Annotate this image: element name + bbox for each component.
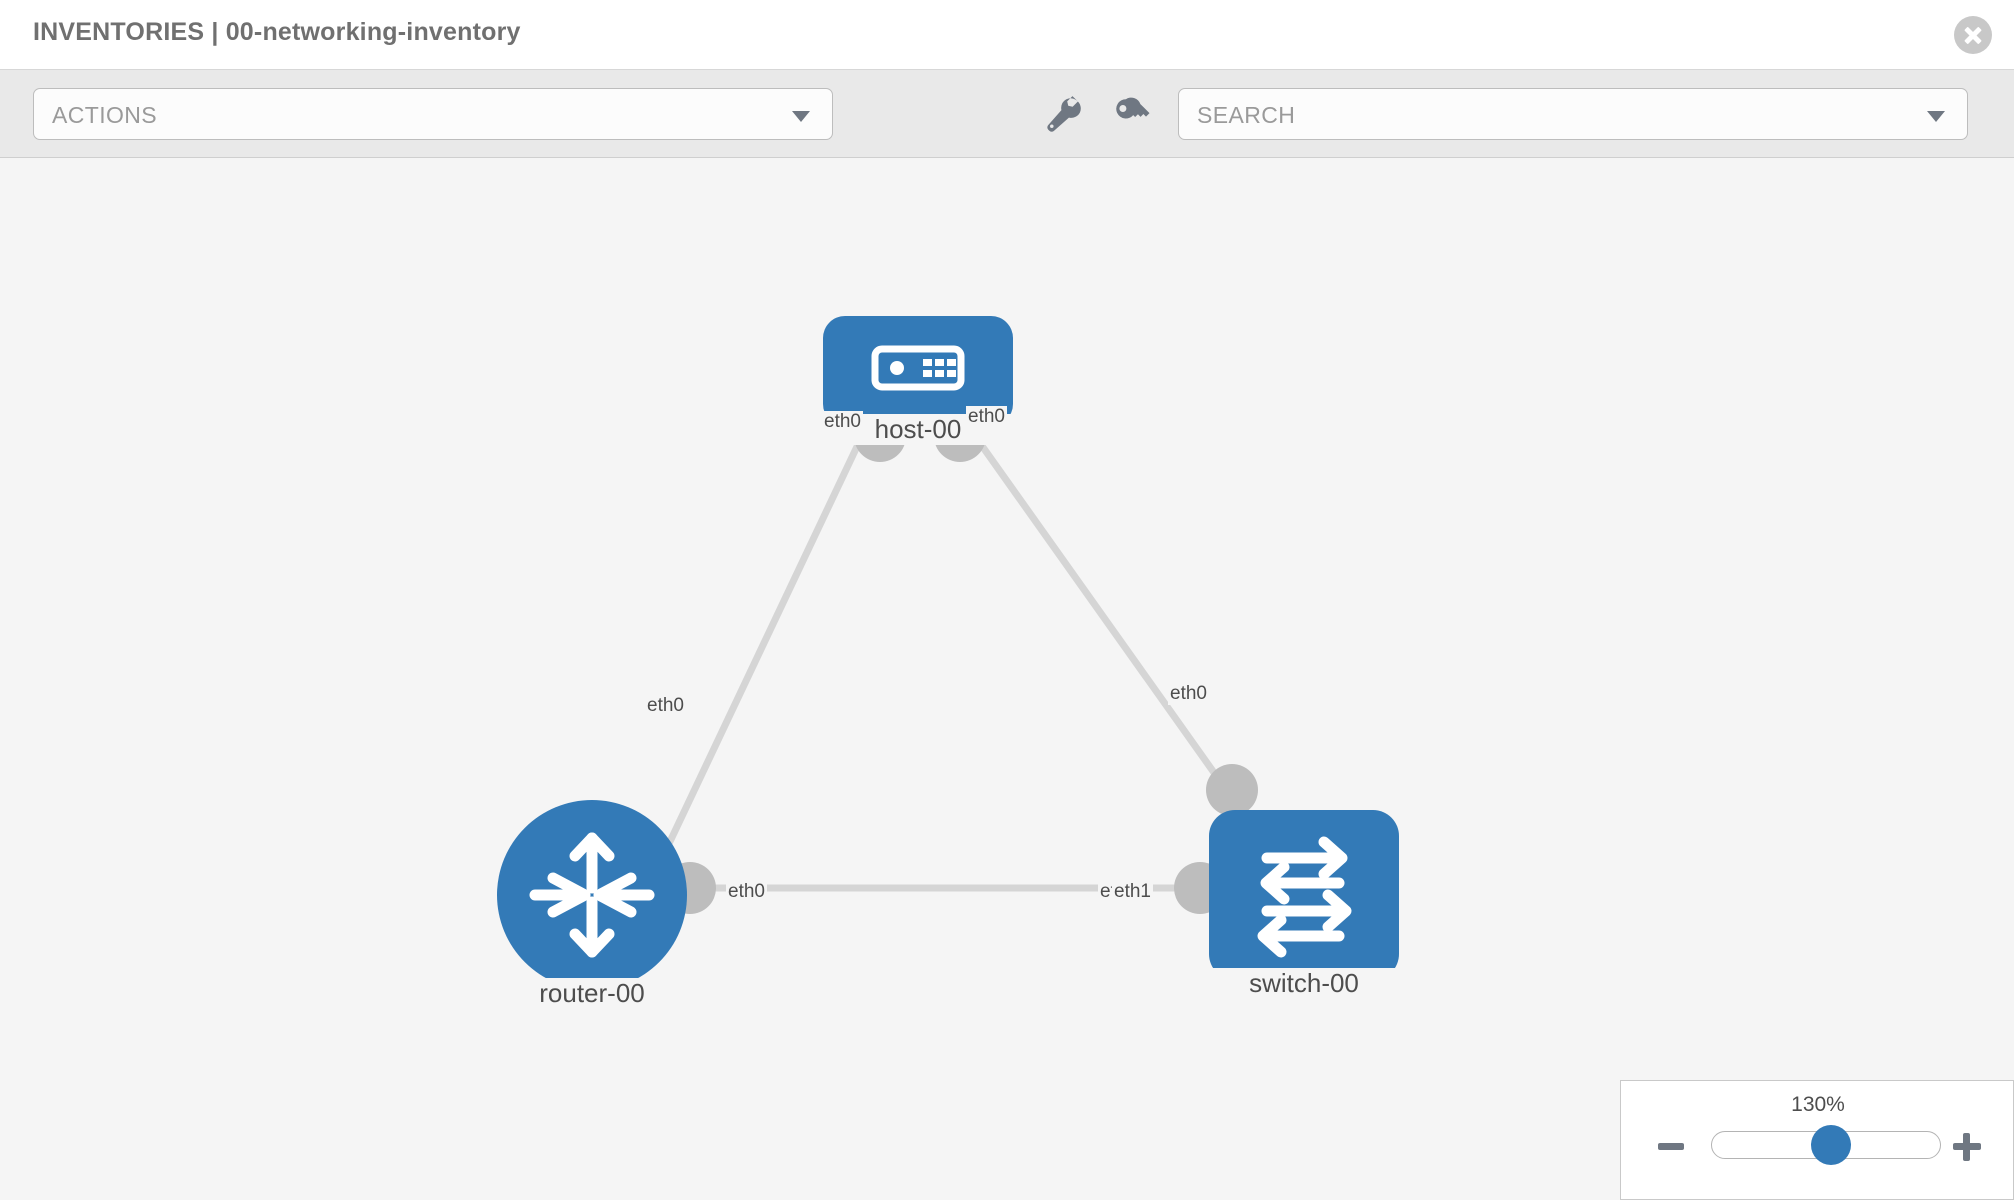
zoom-slider[interactable]: [1711, 1125, 1941, 1165]
topology-canvas[interactable]: host-00 router-00: [0, 158, 2014, 1200]
node-router-00-label: router-00: [477, 978, 707, 1009]
router-arrows-icon: [497, 800, 687, 990]
topology-links: [644, 410, 1258, 914]
edge-label-switch-up: eth0: [1168, 683, 1209, 705]
interface-switch-top: [1206, 764, 1258, 816]
node-switch-00-shape: [1209, 810, 1399, 980]
node-router-00[interactable]: router-00: [477, 800, 707, 1009]
link-host-switch: [972, 433, 1235, 801]
page-header: INVENTORIES | 00-networking-inventory: [0, 0, 2014, 70]
page-title: INVENTORIES | 00-networking-inventory: [33, 18, 521, 46]
edge-label-router-right: eth0: [726, 881, 767, 903]
zoom-level-value: 130%: [1791, 1093, 1845, 1116]
server-icon: [823, 316, 1013, 426]
chevron-down-icon: [1927, 111, 1945, 122]
node-router-00-shape: [497, 800, 687, 990]
zoom-out-button[interactable]: [1656, 1129, 1690, 1163]
search-placeholder: SEARCH: [1197, 102, 1296, 128]
wrench-icon[interactable]: [1042, 94, 1084, 136]
close-icon[interactable]: [1954, 16, 1992, 54]
zoom-slider-handle[interactable]: [1810, 1125, 1851, 1165]
key-icon[interactable]: [1111, 94, 1153, 136]
node-switch-00-label: switch-00: [1189, 968, 1419, 999]
actions-dropdown-label: ACTIONS: [52, 102, 158, 128]
edge-label-host-right: eth0: [966, 406, 1007, 428]
edge-label-switch-left-b: eth1: [1112, 881, 1153, 903]
node-switch-00[interactable]: switch-00: [1189, 810, 1419, 999]
zoom-in-button[interactable]: [1951, 1129, 1985, 1163]
toolbar: ACTIONS SEARCH: [0, 70, 2014, 158]
actions-dropdown[interactable]: ACTIONS: [33, 88, 833, 140]
chevron-down-icon: [792, 111, 810, 122]
link-router-host: [644, 434, 866, 890]
edge-label-host-left: eth0: [822, 411, 863, 433]
switch-arrows-icon: [1209, 810, 1399, 980]
edge-label-router-up: eth0: [645, 695, 686, 717]
search-input[interactable]: SEARCH: [1178, 88, 1968, 140]
zoom-control: 130%: [1620, 1080, 2014, 1200]
